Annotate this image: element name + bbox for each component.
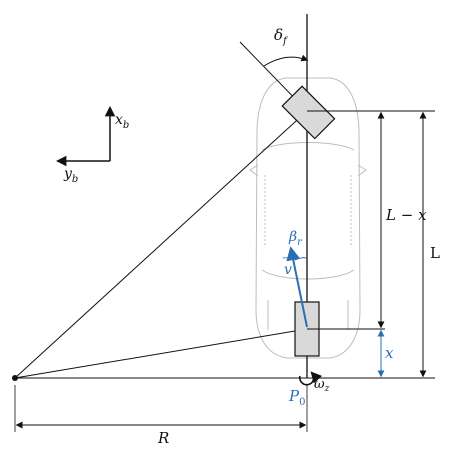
L-minus-x-label: L − x — [385, 206, 427, 224]
beta-r-label: βr — [288, 229, 303, 248]
v-vector-arrow-accent: → — [282, 253, 291, 264]
y-b-label: yb — [63, 166, 78, 185]
y-b-subscript: b — [72, 174, 78, 185]
P0-label: P0 — [288, 387, 305, 408]
beta-r-symbol: β — [288, 229, 297, 245]
P0-symbol: P — [288, 387, 300, 405]
beta-r-arc — [294, 257, 308, 261]
front-wheel — [281, 85, 336, 140]
delta-f-symbol: δ — [274, 26, 283, 44]
velocity-vector — [286, 246, 308, 328]
omega-z-label: ωz — [314, 377, 330, 394]
car-outline — [249, 77, 367, 359]
instantaneous-center-point — [12, 375, 18, 381]
front-radius-line — [14, 110, 308, 379]
y-b-symbol: y — [63, 166, 73, 182]
x-b-symbol: x — [115, 112, 123, 128]
x-label: x — [385, 344, 394, 362]
delta-f-subscript: f — [282, 36, 289, 47]
R-label: R — [157, 429, 169, 447]
L-label: L — [430, 244, 440, 262]
x-b-subscript: b — [123, 120, 129, 131]
delta-f-label: δf — [274, 26, 289, 47]
P0-subscript: 0 — [299, 397, 305, 408]
x-b-label: xb — [115, 112, 129, 131]
omega-z-subscript: z — [324, 384, 330, 394]
omega-z-symbol: ω — [314, 377, 325, 392]
rear-radius-line — [14, 328, 308, 379]
omega-z-rotation-arrow — [299, 371, 323, 386]
delta-f-arc — [263, 54, 309, 67]
v-vector-label: v — [284, 262, 292, 278]
beta-r-subscript: r — [297, 237, 303, 248]
